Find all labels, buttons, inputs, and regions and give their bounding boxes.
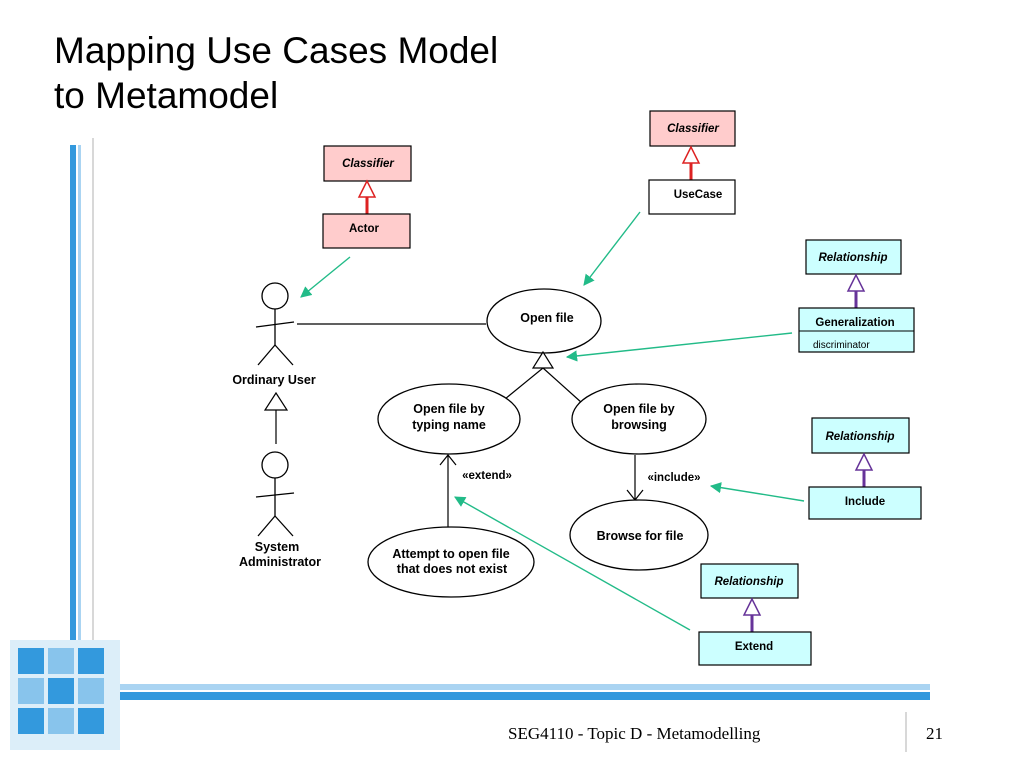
use-case-attempt-open-missing (367, 526, 535, 598)
actor-head (261, 451, 289, 479)
metaclass-relationship-extend (700, 563, 799, 599)
pointer-usecase-to-open-file (583, 211, 641, 286)
metaclass-label-extend: Extend (735, 641, 773, 653)
metaclass-label-relationship-ext: Relationship (714, 576, 783, 588)
metaclass-label-classifier-actor: Classifier (342, 158, 394, 170)
page-number: 21 (926, 724, 943, 743)
metaclass-label-actor: Actor (349, 223, 380, 235)
stereotype-extend: «extend» (462, 470, 512, 482)
use-case-label-browsing-line2: browsing (611, 418, 667, 432)
use-case-label-attempt-line2: that does not exist (397, 562, 508, 576)
metaclass-label-usecase: UseCase (674, 189, 723, 201)
use-case-label-browsing-line1: Open file by (603, 402, 675, 416)
metaclass-label-include: Include (845, 496, 885, 508)
use-case-open-by-browsing (571, 383, 707, 455)
use-case-label-typing-line2: typing name (412, 418, 486, 432)
metaclass-generalization-arrowhead (357, 179, 377, 198)
metaclass-relationship-include (811, 417, 910, 454)
metaclass-label-classifier-usecase: Classifier (667, 123, 719, 135)
metaclass-include (808, 486, 922, 520)
metaclass-relationship-arrowhead (846, 273, 866, 292)
slide-title: Mapping Use Cases Model to Metamodel (54, 28, 498, 118)
pointer-extend-to-relation (454, 496, 691, 631)
pointer-include-to-stereotype (709, 482, 805, 502)
use-case-browse-for-file (569, 499, 709, 571)
stereotype-include: «include» (647, 472, 700, 484)
pointer-actor-to-user (300, 256, 351, 298)
metaclass-classifier-actor (323, 145, 412, 182)
actor-label-sysadmin-line1: System (255, 540, 299, 554)
slide-footer: SEG4110 - Topic D - Metamodelling (508, 724, 761, 743)
metaclass-label-relationship-gen: Relationship (818, 252, 887, 264)
extend-arrowhead (439, 454, 457, 466)
footer-divider (905, 712, 907, 752)
metaclass-relationship-generalization (805, 239, 902, 275)
bottom-border-bar-light (60, 684, 930, 690)
use-case-generalization-arrowhead (531, 350, 555, 369)
metaclass-attribute-discriminator: discriminator (813, 340, 870, 351)
actor-system-administrator (255, 451, 295, 537)
use-case-label-open-file: Open file (520, 311, 574, 325)
bottom-border-bar (60, 692, 930, 700)
generalization-branch-left (504, 367, 544, 400)
slide-decoration (10, 138, 930, 752)
actor-label-sysadmin-line2: Administrator (239, 555, 321, 569)
use-case-label-attempt-line1: Attempt to open file (392, 547, 509, 561)
title-line-1: Mapping Use Cases Model (54, 30, 499, 71)
metaclass-label-relationship-inc: Relationship (825, 431, 894, 443)
left-thin-rule (92, 138, 94, 698)
metaclass-relationship-arrowhead (742, 597, 762, 616)
metaclass-extend (698, 631, 812, 666)
actor-ordinary-user (255, 282, 295, 366)
use-case-open-by-typing (377, 383, 521, 455)
actor-label-ordinary-user: Ordinary User (232, 373, 316, 387)
title-line-2: to Metamodel (54, 75, 279, 116)
use-case-label-typing-line1: Open file by (413, 402, 485, 416)
metaclass-label-generalization: Generalization (815, 317, 894, 329)
metaclass-usecase (648, 179, 736, 215)
generalization-branch-right (542, 367, 583, 404)
metaclass-classifier-usecase (649, 110, 736, 147)
metaclass-relationship-arrowhead (854, 452, 874, 471)
corner-tile-pattern (10, 640, 120, 750)
metaclass-generalization-arrowhead (681, 145, 701, 164)
metaclass-generalization (798, 307, 915, 353)
metaclass-actor (322, 213, 411, 249)
use-case-label-browse-for-file: Browse for file (597, 529, 684, 543)
actor-head (261, 282, 289, 310)
actor-generalization-arrowhead (263, 391, 289, 411)
left-border-bar-light (78, 145, 81, 725)
pointer-generalization-to-tree (565, 332, 793, 362)
left-border-bar (70, 145, 76, 725)
